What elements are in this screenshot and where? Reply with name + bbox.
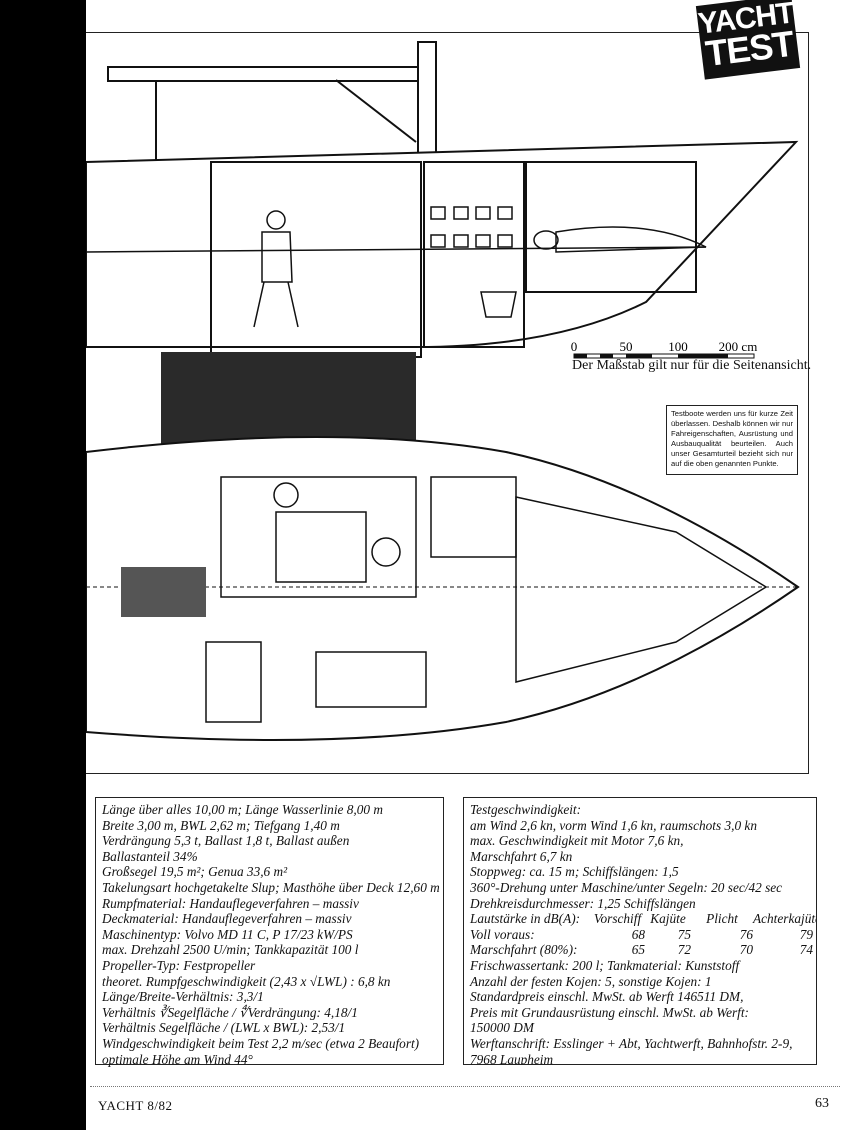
spec-line: optimale Höhe am Wind 44° bbox=[102, 1051, 253, 1067]
scale-bar: 0 50 100 200 cm bbox=[571, 339, 758, 359]
spec-line: Länge/Breite-Verhältnis: 3,3/1 bbox=[102, 989, 264, 1005]
noise-cell: Achterkajüte bbox=[753, 911, 817, 927]
noise-cell: 76 bbox=[739, 926, 753, 942]
spec-line: 150000 DM bbox=[470, 1020, 534, 1036]
scale-tick-100: 100 bbox=[668, 339, 688, 354]
footer-magazine: YACHT 8/82 bbox=[98, 1098, 173, 1113]
spec-line: Preis mit Grundausrüstung einschl. MwSt.… bbox=[470, 1004, 749, 1020]
page-number: 63 bbox=[815, 1096, 829, 1111]
noise-table: Lautstärke in dB(A): Vorschiff Kajüte Plich… bbox=[470, 911, 817, 958]
galley bbox=[315, 651, 427, 708]
fore-berth bbox=[515, 496, 768, 683]
noise-cell: Lautstärke in dB(A): bbox=[470, 911, 581, 927]
cockpit-grating bbox=[121, 567, 206, 617]
plan-hull bbox=[86, 436, 800, 741]
spec-line: Anzahl der festen Kojen: 5, sonstige Koj… bbox=[470, 973, 712, 989]
spec-line: Länge über alles 10,00 m; Länge Wasserli… bbox=[102, 802, 383, 817]
spec-line: 360°-Drehung unter Maschine/unter Segeln… bbox=[470, 879, 783, 895]
specs-right-bottom-lines: Frischwassertank: 200 l; Tankmaterial: K… bbox=[470, 957, 810, 1065]
noise-row: Marschfahrt (80%): 65 72 70 74 bbox=[470, 942, 813, 958]
spec-line: theoret. Rumpfgeschwindigkeit (2,43 x √L… bbox=[102, 973, 391, 989]
footer-rule bbox=[90, 1086, 840, 1087]
spec-line: Rumpfmaterial: Handauflegeverfahren – ma… bbox=[102, 895, 359, 911]
table bbox=[275, 511, 367, 583]
noise-cell: 79 bbox=[799, 926, 813, 942]
spec-line: 7968 Laupheim bbox=[470, 1051, 554, 1065]
figure-plan-2 bbox=[371, 537, 401, 567]
noise-header-row: Lautstärke in dB(A): Vorschiff Kajüte Plich… bbox=[470, 911, 817, 927]
dinette bbox=[220, 476, 417, 598]
sleeping-figure bbox=[533, 226, 707, 253]
scale-caption: Der Maßstab gilt nur für die Seitenansic… bbox=[572, 358, 812, 373]
spec-line: Maschinentyp: Volvo MD 11 C, P 17/23 kW/… bbox=[102, 926, 353, 942]
spec-line: Verhältnis ∛Segelfläche / ∜Verdrängung: … bbox=[102, 1004, 358, 1020]
spec-line: Testgeschwindigkeit: bbox=[470, 802, 582, 817]
spec-line: Drehkreisdurchmesser: 1,25 Schiffslängen bbox=[470, 895, 696, 911]
test-boat-note: Testboote werden uns für kurze Zeit über… bbox=[666, 405, 798, 475]
noise-cell: 70 bbox=[739, 942, 753, 958]
spec-line: Breite 3,00 m, BWL 2,62 m; Tiefgang 1,40… bbox=[102, 817, 340, 833]
specs-right-top-lines: Testgeschwindigkeit:am Wind 2,6 kn, vorm… bbox=[470, 802, 810, 911]
spec-line: Werftanschrift: Esslinger + Abt, Yachtwe… bbox=[470, 1035, 793, 1051]
scale-tick-0: 0 bbox=[571, 339, 578, 354]
spec-line: am Wind 2,6 kn, vorm Wind 1,6 kn, raumsc… bbox=[470, 817, 757, 833]
noise-cell: 75 bbox=[677, 926, 691, 942]
boom bbox=[107, 66, 419, 82]
spec-line: Marschfahrt 6,7 kn bbox=[470, 848, 573, 864]
spec-line: Großsegel 19,5 m²; Genua 33,6 m² bbox=[102, 864, 288, 880]
noise-cell: 65 bbox=[631, 942, 645, 958]
noise-row: Voll voraus: 68 75 76 79 bbox=[470, 926, 813, 943]
badge-line-2: TEST bbox=[703, 22, 796, 75]
plan-view bbox=[86, 436, 800, 741]
scale-tick-50: 50 bbox=[620, 339, 633, 354]
spec-line: Windgeschwindigkeit beim Test 2,2 m/sec … bbox=[102, 1035, 420, 1051]
spec-line: Ballastanteil 34% bbox=[102, 848, 198, 864]
spec-line: Propeller-Typ: Festpropeller bbox=[102, 957, 256, 973]
yacht-test-badge: YACHT TEST bbox=[695, 0, 801, 80]
noise-cell: Marschfahrt (80%): bbox=[470, 942, 578, 958]
spec-line: Deckmaterial: Handauflegeverfahren – mas… bbox=[102, 911, 352, 927]
spec-line: Verdrängung 5,3 t, Ballast 1,8 t, Ballas… bbox=[102, 833, 350, 849]
spec-line: Takelungsart hochgetakelte Slup; Masthöh… bbox=[102, 879, 440, 895]
specs-left-lines: Länge über alles 10,00 m; Länge Wasserli… bbox=[102, 802, 440, 1067]
spec-line: Verhältnis Segelfläche / (LWL x BWL): 2,… bbox=[102, 1020, 346, 1036]
portholes bbox=[430, 206, 513, 248]
noise-cell: Kajüte bbox=[650, 911, 686, 927]
figure-plan-1 bbox=[273, 482, 299, 508]
toilet bbox=[480, 291, 517, 318]
spec-line: max. Geschwindigkeit mit Motor 7,6 kn, bbox=[470, 833, 684, 849]
chart-table bbox=[205, 641, 262, 723]
spec-line: Frischwassertank: 200 l; Tankmaterial: K… bbox=[470, 957, 740, 973]
noise-cell: 72 bbox=[677, 942, 691, 958]
drawing-frame bbox=[86, 32, 809, 774]
spec-line: max. Drehzahl 2500 U/min; Tankkapazität … bbox=[102, 942, 359, 958]
page-spine-shadow bbox=[0, 0, 86, 1130]
noise-cell: Vorschiff bbox=[593, 911, 642, 927]
side-hull bbox=[86, 140, 799, 348]
scale-tick-200: 200 cm bbox=[719, 339, 758, 354]
noise-cell: 68 bbox=[631, 926, 645, 942]
boat-drawing bbox=[86, 41, 800, 741]
seated-figure bbox=[253, 210, 299, 328]
spec-line: Stoppweg: ca. 15 m; Schiffslängen: 1,5 bbox=[470, 864, 679, 880]
mast-stub bbox=[417, 41, 437, 163]
noise-cell: 74 bbox=[799, 942, 813, 958]
specs-left-box: Länge über alles 10,00 m; Länge Wasserli… bbox=[95, 797, 444, 1067]
spec-line: Standardpreis einschl. MwSt. ab Werft 14… bbox=[470, 989, 744, 1005]
specs-right-box: Testgeschwindigkeit:am Wind 2,6 kn, vorm… bbox=[463, 797, 817, 1065]
noise-cell: Plicht bbox=[706, 911, 738, 927]
noise-cell: Voll voraus: bbox=[470, 926, 535, 942]
